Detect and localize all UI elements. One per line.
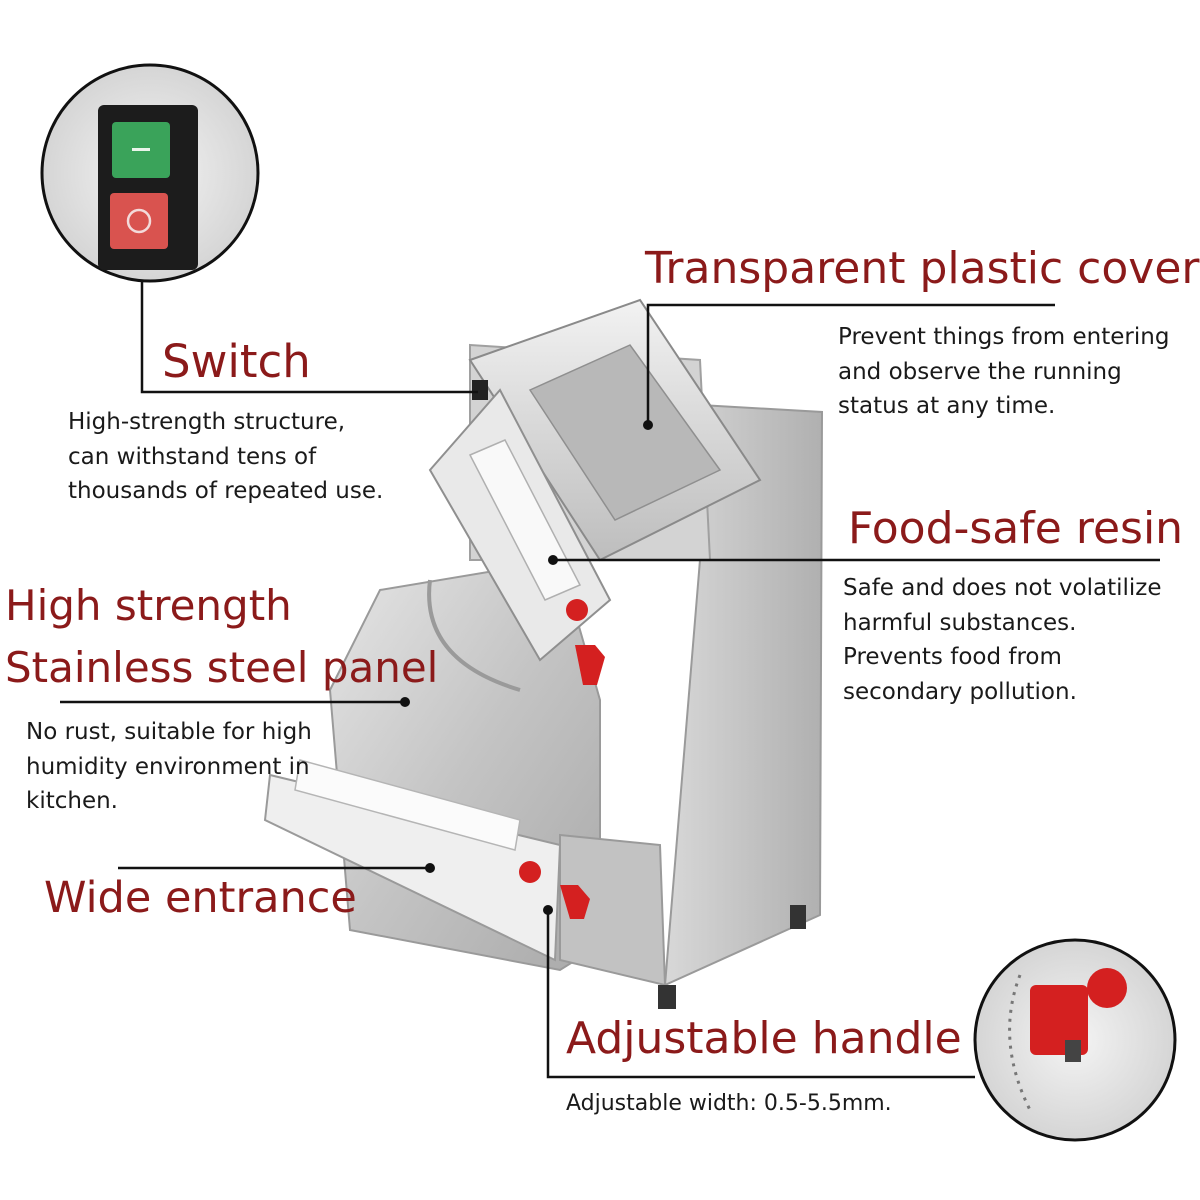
- switch-leader-line: [140, 280, 478, 394]
- switch-title: Switch: [162, 335, 311, 388]
- resin-description: Safe and does not volatilize harmful sub…: [843, 571, 1162, 709]
- handle-desc-line: Adjustable width: 0.5-5.5mm.: [566, 1091, 892, 1116]
- resin-desc-line: secondary pollution.: [843, 678, 1077, 705]
- cover-leader-line: [646, 303, 1055, 425]
- foot-left: [658, 985, 676, 1009]
- zoom-red-knob: [1087, 968, 1127, 1008]
- switch-desc-line: thousands of repeated use.: [68, 478, 384, 504]
- cover-description: Prevent things from entering and observe…: [838, 320, 1169, 424]
- panel-title-line: High strength: [5, 581, 292, 630]
- cover-leader-dot: [643, 420, 653, 430]
- panel-desc-line: No rust, suitable for high: [26, 719, 312, 745]
- panel-title: High strength Stainless steel panel: [5, 575, 438, 699]
- handle-description: Adjustable width: 0.5-5.5mm.: [566, 1087, 892, 1122]
- handle-title: Adjustable handle: [566, 1013, 962, 1064]
- lower-red-handle: [560, 885, 590, 919]
- lower-red-knob: [519, 861, 541, 883]
- switch-zoom: [40, 63, 260, 283]
- red-switch-mark: [126, 208, 152, 234]
- entrance-leader-dot: [425, 863, 435, 873]
- red-switch-button: [110, 193, 168, 249]
- machine-switch: [472, 380, 488, 400]
- zoom-red-handle-body: [1030, 985, 1088, 1055]
- resin-leader-dot: [548, 555, 558, 565]
- resin-desc-line: harmful substances.: [843, 609, 1077, 636]
- panel-description: No rust, suitable for high humidity envi…: [26, 715, 312, 819]
- foot-right: [790, 905, 806, 929]
- zoom-handle-bracket: [1065, 1040, 1081, 1062]
- panel-desc-line: humidity environment in: [26, 753, 310, 780]
- curved-guide: [427, 579, 521, 692]
- handle-zoom: [973, 938, 1177, 1142]
- lower-roller: [294, 759, 521, 851]
- panel-leader-dot: [400, 697, 410, 707]
- cover-desc-line: and observe the running: [838, 358, 1122, 385]
- switch-desc-line: can withstand tens of: [68, 443, 317, 470]
- panel-desc-line: kitchen.: [26, 788, 118, 814]
- panel-title-line: Stainless steel panel: [5, 643, 439, 692]
- resin-title: Food-safe resin: [848, 503, 1184, 554]
- cover-inner: [528, 344, 722, 521]
- cover-title: Transparent plastic cover: [645, 243, 1200, 294]
- entrance-title: Wide entrance: [44, 873, 357, 923]
- handle-leader-line: [546, 910, 975, 1079]
- cover-desc-line: Prevent things from entering: [838, 324, 1170, 350]
- resin-desc-line: Prevents food from: [843, 644, 1062, 670]
- upper-red-handle: [575, 645, 605, 685]
- upper-red-knob: [566, 599, 588, 621]
- cover-desc-line: status at any time.: [838, 393, 1056, 419]
- switch-description: High-strength structure, can withstand t…: [68, 405, 383, 509]
- switch-desc-line: High-strength structure,: [68, 409, 346, 435]
- green-switch-mark: [132, 148, 150, 151]
- resin-desc-line: Safe and does not volatilize: [843, 575, 1162, 601]
- handle-leader-dot: [543, 905, 553, 915]
